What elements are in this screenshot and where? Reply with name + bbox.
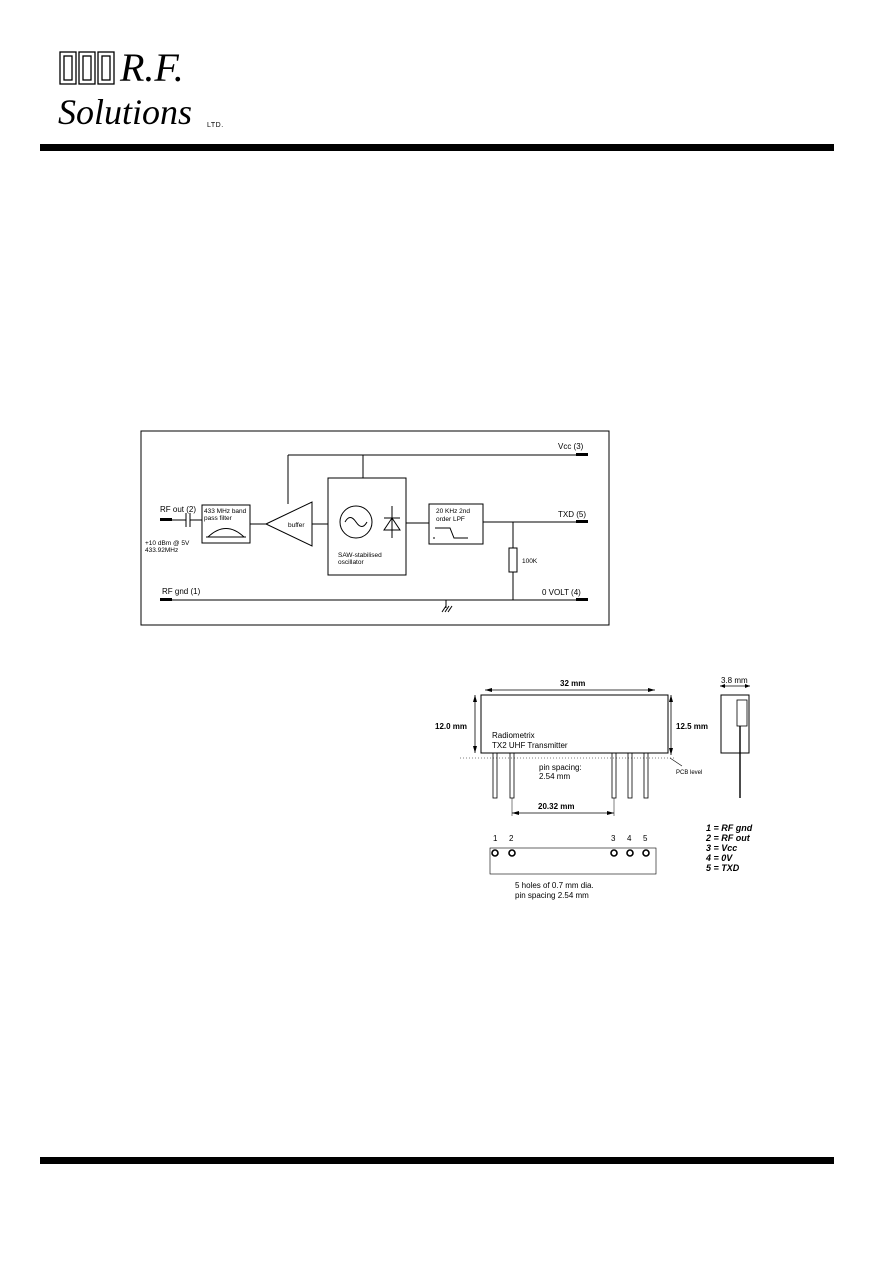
pin-legend-4: 4 = 0V [705,853,733,863]
pin-number-5: 5 [643,834,648,843]
footprint-pin-numbers: 1 2 3 4 5 [493,834,648,843]
vcc-terminal [576,453,588,456]
oscillator-label-1: SAW-stabilised [338,552,382,559]
lowpass-filter-block [428,503,484,545]
oscillator-label-2: oscillator [338,559,364,566]
oscillator-sine-icon [339,505,373,539]
txd-terminal [576,520,588,523]
lpf-label-2: order LPF [436,516,465,523]
footprint-label-2: pin spacing 2.54 mm [515,891,589,900]
height-left-dimension: 12.0 mm [435,722,467,731]
footer-rule [40,1157,834,1164]
module-pins [492,752,649,799]
pin-legend-5: 5 = TXD [706,863,740,873]
rf-frequency-label: 433.92MHz [145,547,178,554]
block-diagram: Vcc (3) RF out (2) +10 dBm @ 5V 433.92MH… [140,430,610,626]
bandpass-curve-icon [207,528,245,538]
block-diagram-frame [140,430,610,626]
module-brand: Radiometrix [492,731,535,740]
width-dimension: 32 mm [560,679,585,688]
rf-out-terminal [160,518,172,521]
side-view-outline [720,694,750,754]
pin-legend-3: 3 = Vcc [706,843,737,853]
pin-number-3: 3 [611,834,616,843]
resistor-icon [508,547,518,573]
txd-label: TXD (5) [558,510,586,519]
logo-solutions-text: Solutions [58,92,193,132]
footprint-holes [491,849,650,857]
pin-number-4: 4 [627,834,632,843]
logo-ltd-text: LTD. [207,122,224,129]
zero-volt-terminal [576,598,588,601]
pin-number-2: 2 [509,834,514,843]
pin-legend-2: 2 = RF out [705,833,751,843]
bpf-label-2: pass filter [204,515,233,522]
bpf-label-1: 433 MHz band [204,508,247,515]
pin-spacing-label-1: pin spacing: [539,763,582,772]
span-dimension: 20.32 mm [538,802,574,811]
pin-number-1: 1 [493,834,498,843]
chassis-ground-icon [441,600,453,613]
module-outline [480,694,669,754]
rf-gnd-terminal [160,598,172,601]
height-right-dimension: 12.5 mm [676,722,708,731]
lowpass-curve-icon [435,527,468,539]
rf-power-label: +10 dBm @ 5V [145,540,190,547]
vcc-label: Vcc (3) [558,442,584,451]
header-rule [40,144,834,151]
footprint-outline [489,847,657,875]
rf-gnd-label: RF gnd (1) [162,587,201,596]
module-model: TX2 UHF Transmitter [492,741,568,750]
pin-legend-1: 1 = RF gnd [706,823,753,833]
zero-volt-label: 0 VOLT (4) [542,588,581,597]
pcb-level-label: PCB level [676,770,702,776]
logo-rf-text: R.F. [120,45,184,90]
buffer-label: buffer [288,522,305,529]
saw-oscillator-block [327,477,407,576]
depth-dimension: 3.8 mm [721,676,748,685]
resistor-label: 100K [522,558,538,565]
mechanical-drawing: 32 mm Radiometrix TX2 UHF Transmitter 12… [435,676,753,900]
company-logo-mark [58,50,116,93]
pin-legend: 1 = RF gnd 2 = RF out 3 = Vcc 4 = 0V 5 =… [705,823,753,873]
lpf-label-1: 20 KHz 2nd [436,508,470,515]
rf-out-label: RF out (2) [160,505,196,514]
pin-spacing-label-2: 2.54 mm [539,772,570,781]
footprint-label-1: 5 holes of 0.7 mm dia. [515,881,594,890]
